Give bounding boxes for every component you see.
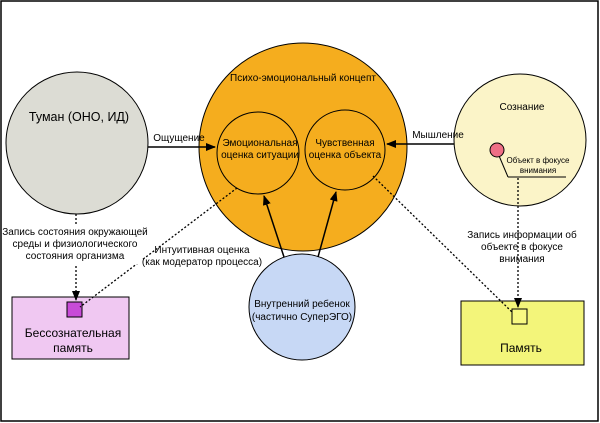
inner-child-line1: Внутренний ребенок bbox=[254, 298, 350, 310]
memory-marker bbox=[511, 308, 528, 325]
inner-child-to-emotional-arrow bbox=[263, 195, 285, 258]
inner-child-to-sensory-arrow bbox=[317, 191, 338, 258]
inner-child-circle bbox=[248, 253, 356, 361]
intuitive-assessment-line1: Интуитивная оценка bbox=[154, 245, 250, 256]
concept-label: Психо-эмоциональный концепт bbox=[230, 73, 376, 84]
sensory-to-memory-link bbox=[372, 175, 514, 314]
intuitive-assessment-line2: (как модератор процесса) bbox=[142, 257, 262, 268]
unconscious-memory-line1: Бессознательная bbox=[25, 326, 121, 340]
unconscious-memory-line2: память bbox=[53, 341, 93, 355]
memory-label: Память bbox=[500, 341, 542, 355]
sensation-label: Ощущение bbox=[153, 133, 205, 144]
unconscious-memory-marker bbox=[66, 301, 83, 318]
emotional-assessment-line2: оценка ситуации bbox=[221, 150, 299, 161]
emotional-assessment-circle bbox=[216, 111, 300, 195]
record-information-line3: внимания bbox=[499, 254, 544, 265]
inner-child-line2: (частично СуперЭГО) bbox=[252, 312, 352, 323]
record-information-line2: объекте в фокусе bbox=[481, 241, 563, 253]
record-environment-text: Запись состояния окружающей среды и физи… bbox=[2, 224, 148, 264]
record-environment-line1: Запись состояния окружающей bbox=[2, 227, 148, 238]
record-environment-line3: состояния организма bbox=[26, 251, 125, 262]
intuitive-assessment-text: Интуитивная оценка (как модератор процес… bbox=[142, 245, 262, 268]
sensory-assessment-line1: Чувственная bbox=[315, 138, 374, 149]
sensory-assessment-line2: оценка объекта bbox=[309, 149, 382, 161]
consciousness-label: Сознание bbox=[499, 102, 544, 113]
record-information-line1: Запись информации об bbox=[467, 229, 577, 241]
focus-object-label-line1: Объект в фокусе bbox=[507, 156, 570, 165]
emotional-to-unconscious-memory-link bbox=[79, 187, 238, 308]
thinking-label: Мышление bbox=[412, 130, 464, 141]
fog-circle bbox=[5, 71, 149, 215]
record-environment-line2: среды и физиологического bbox=[13, 238, 138, 250]
focus-object-dot bbox=[489, 142, 505, 158]
fog-label: Туман (ОНО, ИД) bbox=[29, 110, 129, 124]
emotional-assessment-line1: Эмоциональная bbox=[222, 138, 297, 149]
focus-object-label-line2: внимания bbox=[520, 166, 556, 175]
record-information-text: Запись информации об объекте в фокусе вн… bbox=[467, 229, 577, 265]
consciousness-circle bbox=[453, 73, 587, 207]
sensory-assessment-circle bbox=[304, 109, 386, 191]
